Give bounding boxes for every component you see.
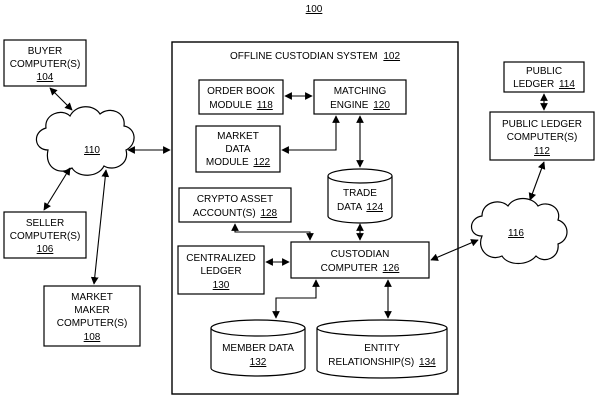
svg-text:116: 116 <box>508 228 524 239</box>
svg-text:RELATIONSHIP(S) 134: RELATIONSHIP(S) 134 <box>328 357 436 368</box>
arrow-marketmaker-network <box>94 170 106 284</box>
network-cloud-110: 110 <box>36 107 134 176</box>
svg-text:MARKET: MARKET <box>217 131 259 142</box>
svg-text:CRYPTO ASSET: CRYPTO ASSET <box>197 194 273 205</box>
svg-text:PUBLIC LEDGER: PUBLIC LEDGER <box>502 119 582 130</box>
svg-text:MODULE 118: MODULE 118 <box>209 100 273 111</box>
system-label: OFFLINE CUSTODIAN SYSTEM <box>230 51 378 62</box>
svg-text:MARKET: MARKET <box>71 292 113 303</box>
svg-text:108: 108 <box>84 332 101 343</box>
svg-text:MEMBER DATA: MEMBER DATA <box>222 343 294 354</box>
arrow-buyer-network <box>50 88 72 110</box>
entity-relationships-store: ENTITY RELATIONSHIP(S) 134 <box>317 320 447 378</box>
svg-text:104: 104 <box>37 72 54 83</box>
svg-text:TRADE: TRADE <box>343 188 377 199</box>
svg-text:LEDGER: LEDGER <box>200 266 241 277</box>
buyer-computers-box: BUYER COMPUTER(S) 104 <box>4 40 86 86</box>
svg-text:112: 112 <box>534 146 550 157</box>
svg-text:ENGINE 120: ENGINE 120 <box>330 100 390 111</box>
svg-text:OFFLINE CUSTODIAN SYSTEM: OFFLINE CUSTODIAN SYSTEM 102 <box>230 51 401 62</box>
arrow-network116-publicledgercomputer <box>530 162 544 200</box>
svg-text:CENTRALIZED: CENTRALIZED <box>186 253 255 264</box>
svg-text:COMPUTER(S): COMPUTER(S) <box>10 59 81 70</box>
svg-text:130: 130 <box>213 280 230 291</box>
svg-text:MODULE 122: MODULE 122 <box>206 157 271 168</box>
svg-text:CUSTODIAN: CUSTODIAN <box>331 249 390 260</box>
crypto-asset-accounts-box: CRYPTO ASSET ACCOUNT(S) 128 <box>179 188 291 222</box>
svg-text:COMPUTER 126: COMPUTER 126 <box>321 263 400 274</box>
arrow-seller-network <box>44 168 70 210</box>
seller-computers-box: SELLER COMPUTER(S) 106 <box>4 212 86 258</box>
centralized-ledger-box: CENTRALIZED LEDGER 130 <box>178 246 264 294</box>
market-data-module-box: MARKET DATA MODULE 122 <box>196 126 280 172</box>
custodian-computer-box: CUSTODIAN COMPUTER 126 <box>291 242 429 278</box>
svg-text:MAKER: MAKER <box>74 305 110 316</box>
svg-text:COMPUTER(S): COMPUTER(S) <box>57 318 128 329</box>
svg-text:BUYER: BUYER <box>28 46 62 57</box>
order-book-module-box: ORDER BOOK MODULE 118 <box>199 80 283 114</box>
network-cloud-116: 116 <box>472 199 568 264</box>
svg-text:PUBLIC: PUBLIC <box>526 66 562 77</box>
public-ledger-computers-box: PUBLIC LEDGER COMPUTER(S) 112 <box>490 112 594 160</box>
matching-engine-box: MATCHING ENGINE 120 <box>314 80 406 114</box>
public-ledger-box: PUBLIC LEDGER 114 <box>504 62 584 92</box>
svg-text:110: 110 <box>84 145 100 156</box>
svg-text:COMPUTER(S): COMPUTER(S) <box>10 231 81 242</box>
svg-text:106: 106 <box>37 244 54 255</box>
svg-text:SELLER: SELLER <box>26 218 64 229</box>
svg-text:DATA 124: DATA 124 <box>337 202 384 213</box>
trade-data-store: TRADE DATA 124 <box>328 169 392 223</box>
svg-text:ENTITY: ENTITY <box>364 343 400 354</box>
svg-text:COMPUTER(S): COMPUTER(S) <box>507 132 578 143</box>
svg-text:LEDGER 114: LEDGER 114 <box>513 79 575 90</box>
svg-text:MATCHING: MATCHING <box>334 86 387 97</box>
member-data-store: MEMBER DATA 132 <box>211 320 305 376</box>
svg-text:ORDER BOOK: ORDER BOOK <box>207 86 275 97</box>
market-maker-computers-box: MARKET MAKER COMPUTER(S) 108 <box>44 286 140 346</box>
system-ref: 102 <box>383 51 400 62</box>
figure-number: 100 <box>306 4 323 15</box>
svg-text:DATA: DATA <box>225 144 251 155</box>
svg-text:ACCOUNT(S) 128: ACCOUNT(S) 128 <box>193 208 278 219</box>
svg-text:132: 132 <box>250 357 267 368</box>
